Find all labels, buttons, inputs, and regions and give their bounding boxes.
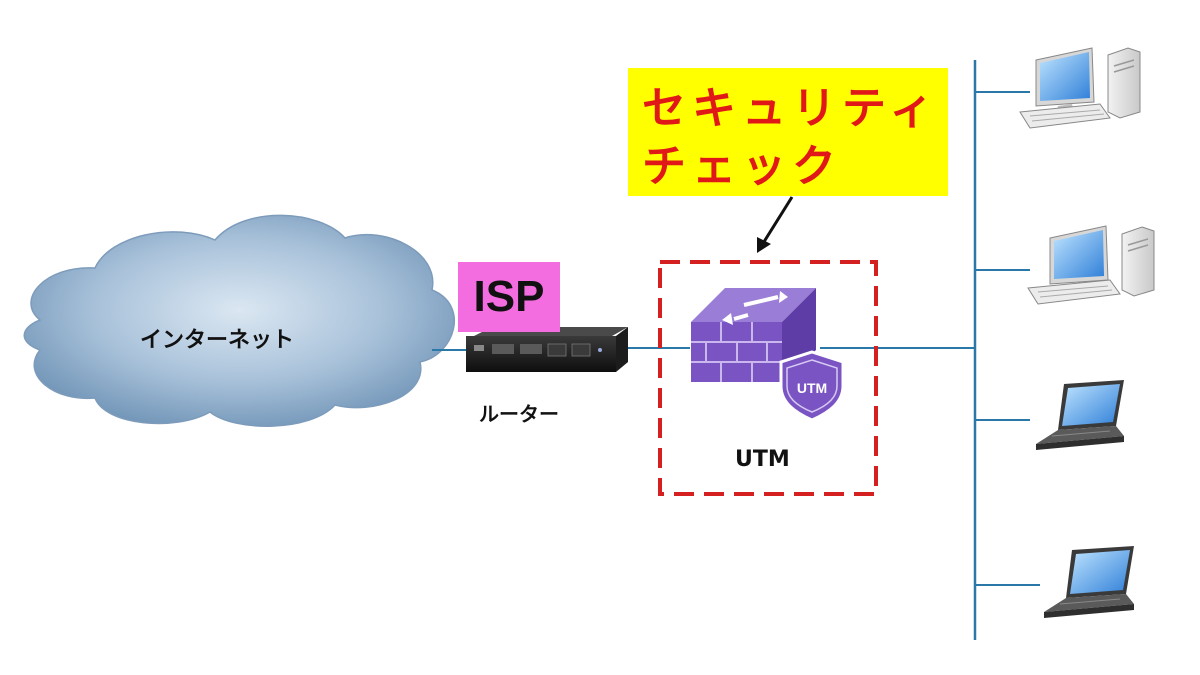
isp-badge: ISP [458, 262, 560, 332]
desktop-pc-icon [1019, 47, 1141, 129]
utm-badge-text: UTM [797, 380, 827, 396]
router-icon [466, 327, 628, 372]
router-label: ルーター [479, 402, 559, 426]
laptop-icon [1036, 380, 1124, 450]
cloud-icon [23, 214, 456, 427]
shield-icon: UTM [779, 350, 845, 422]
arrow-icon [757, 196, 794, 253]
callout-line-1: セキュリティ [642, 83, 940, 134]
utm-label: UTM [735, 447, 790, 472]
utm-boundary [658, 260, 878, 496]
security-check-callout: セキュリティ チェック [628, 68, 948, 196]
desktop-pc-icon [1027, 225, 1155, 305]
internet-label: インターネット [140, 328, 295, 353]
firewall-icon [691, 288, 816, 382]
isp-label: ISP [473, 272, 545, 321]
laptop-icon [1044, 546, 1134, 618]
callout-line-2: チェック [642, 141, 842, 192]
